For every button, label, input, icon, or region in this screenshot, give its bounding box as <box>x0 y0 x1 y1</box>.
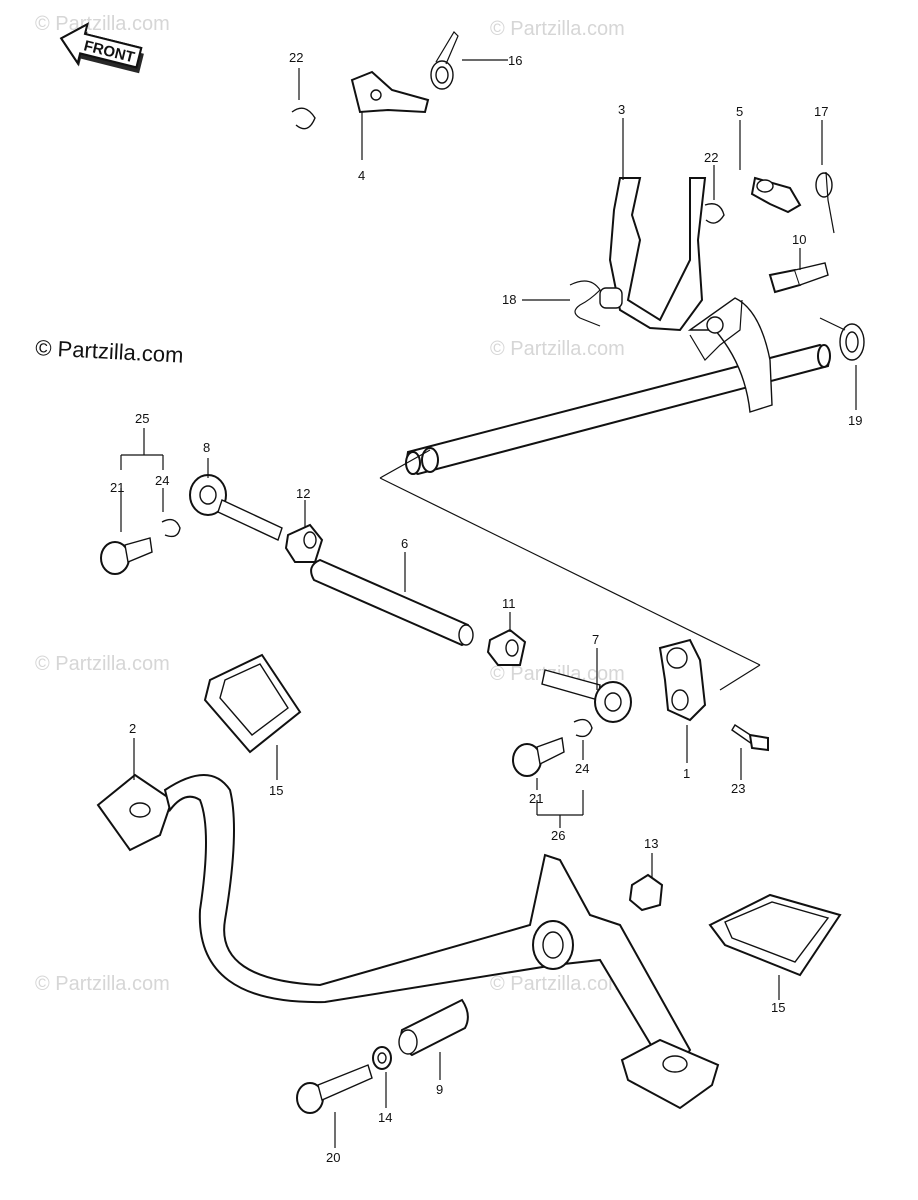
callout-14: 14 <box>378 1110 392 1125</box>
callout-9: 9 <box>436 1082 443 1097</box>
callout-15: 15 <box>269 783 283 798</box>
callout-23: 23 <box>731 781 745 796</box>
watermarks: © Partzilla.com © Partzilla.com © Partzi… <box>35 13 625 995</box>
bolt-21-left <box>100 537 153 575</box>
spring-19-icon <box>819 317 865 361</box>
brake-pedal-2 <box>96 773 720 1110</box>
watermark: © Partzilla.com <box>35 653 170 675</box>
callout-22: 22 <box>704 150 718 165</box>
callout-24: 24 <box>575 761 589 776</box>
callouts: 22 4 16 3 5 22 17 10 18 19 25 8 21 24 12… <box>110 50 862 1165</box>
bolt-10 <box>768 262 829 294</box>
callout-6: 6 <box>401 536 408 551</box>
collar-9 <box>398 998 469 1057</box>
callout-7: 7 <box>592 632 599 647</box>
callout-26: 26 <box>551 828 565 843</box>
callout-24: 24 <box>155 473 169 488</box>
washer-14 <box>372 1046 392 1070</box>
callout-1: 1 <box>683 766 690 781</box>
reference-lines <box>379 299 761 691</box>
collar-13 <box>628 873 664 912</box>
shift-shaft <box>405 297 831 476</box>
callout-18: 18 <box>502 292 516 307</box>
callout-16: 16 <box>508 53 522 68</box>
washer-24-right <box>573 718 593 738</box>
callout-20: 20 <box>326 1150 340 1165</box>
part-4-lever <box>350 70 430 114</box>
callout-21: 21 <box>529 791 543 806</box>
callout-2: 2 <box>129 721 136 736</box>
part-5-plate <box>750 176 802 214</box>
callout-8: 8 <box>203 440 210 455</box>
callout-21: 21 <box>110 480 124 495</box>
watermark: © Partzilla.com <box>490 973 625 995</box>
spring-16-icon <box>430 31 459 90</box>
pedal-rubber-15-lower <box>708 893 842 977</box>
callout-17: 17 <box>814 104 828 119</box>
callout-25: 25 <box>135 411 149 426</box>
callout-19: 19 <box>848 413 862 428</box>
nut-12 <box>284 523 324 563</box>
callout-11: 11 <box>502 596 516 611</box>
watermark: © Partzilla.com <box>490 338 625 360</box>
washer-24-left <box>161 518 181 538</box>
front-arrow-icon: FRONT <box>59 22 144 74</box>
spring-18-icon <box>569 280 601 327</box>
circlip-22-icon <box>291 107 725 224</box>
callout-4: 4 <box>358 168 365 183</box>
watermark: © Partzilla.com <box>35 973 170 995</box>
bolt-20 <box>296 1064 373 1114</box>
pedal-rubber-15-upper <box>203 653 302 754</box>
watermark: © Partzilla.com <box>490 18 625 40</box>
spring-17-icon <box>815 171 835 234</box>
callout-5: 5 <box>736 104 743 119</box>
callout-22: 22 <box>289 50 303 65</box>
eye-bolt-7 <box>541 669 632 723</box>
callout-13: 13 <box>644 836 658 851</box>
shift-arm <box>599 177 707 332</box>
callout-15: 15 <box>771 1000 785 1015</box>
callout-10: 10 <box>792 232 806 247</box>
nut-11 <box>486 628 527 666</box>
clamp-1 <box>658 638 707 722</box>
callout-12: 12 <box>296 486 310 501</box>
eye-bolt-8 <box>189 474 283 541</box>
bolt-23 <box>731 724 769 752</box>
leader-lines <box>120 59 857 1148</box>
pipe-6 <box>310 558 474 647</box>
bolt-21-right <box>512 737 565 777</box>
watermark: © Partzilla.com <box>35 13 170 35</box>
watermark-main: © Partzilla.com <box>35 335 184 368</box>
callout-3: 3 <box>618 102 625 117</box>
